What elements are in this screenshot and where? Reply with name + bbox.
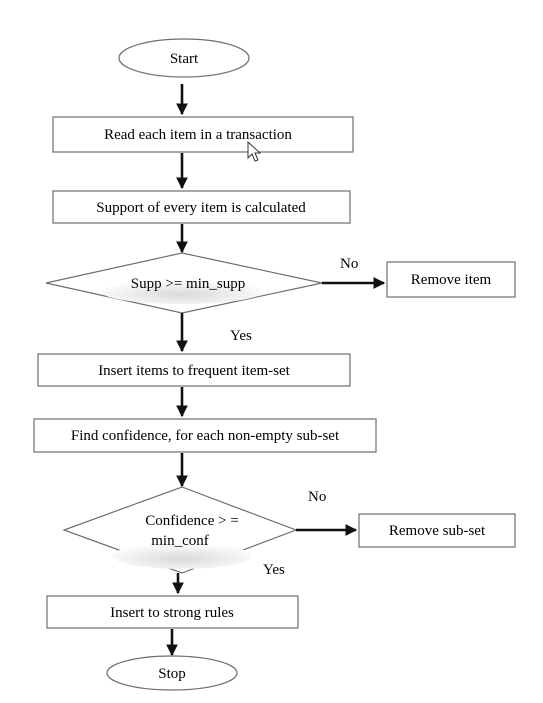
conf-decision-label-line1: Confidence > = (145, 513, 239, 529)
insert-frequent-label: Insert items to frequent item-set (98, 363, 290, 379)
conf-decision-label-line2: min_conf (151, 533, 209, 549)
supp-decision-label: Supp >= min_supp (131, 276, 245, 292)
insert-frequent-node: Insert items to frequent item-set (37, 353, 351, 387)
remove-item-label: Remove item (411, 272, 492, 288)
supp-yes-label: Yes (230, 328, 252, 344)
stop-label: Stop (158, 666, 186, 682)
start-label: Start (170, 51, 199, 67)
support-calc-node: Support of every item is calculated (52, 190, 351, 224)
insert-strong-label: Insert to strong rules (110, 605, 234, 621)
conf-no-label: No (308, 489, 326, 505)
find-confidence-node: Find confidence, for each non-empty sub-… (33, 418, 377, 453)
support-calc-label: Support of every item is calculated (96, 200, 306, 216)
read-items-label: Read each item in a transaction (104, 127, 292, 143)
insert-strong-node: Insert to strong rules (46, 595, 299, 629)
conf-decision-node: Confidence > = min_conf (62, 486, 298, 574)
supp-no-label: No (340, 256, 358, 272)
mouse-cursor-icon (247, 140, 262, 162)
supp-decision-node: Supp >= min_supp (45, 252, 323, 314)
conf-yes-label: Yes (263, 562, 285, 578)
remove-subset-label: Remove sub-set (389, 523, 486, 539)
read-items-node: Read each item in a transaction (52, 116, 354, 153)
remove-subset-node: Remove sub-set (358, 513, 516, 548)
remove-item-node: Remove item (386, 261, 516, 298)
start-node: Start (118, 38, 250, 78)
stop-node: Stop (106, 655, 238, 691)
find-confidence-label: Find confidence, for each non-empty sub-… (71, 428, 340, 444)
